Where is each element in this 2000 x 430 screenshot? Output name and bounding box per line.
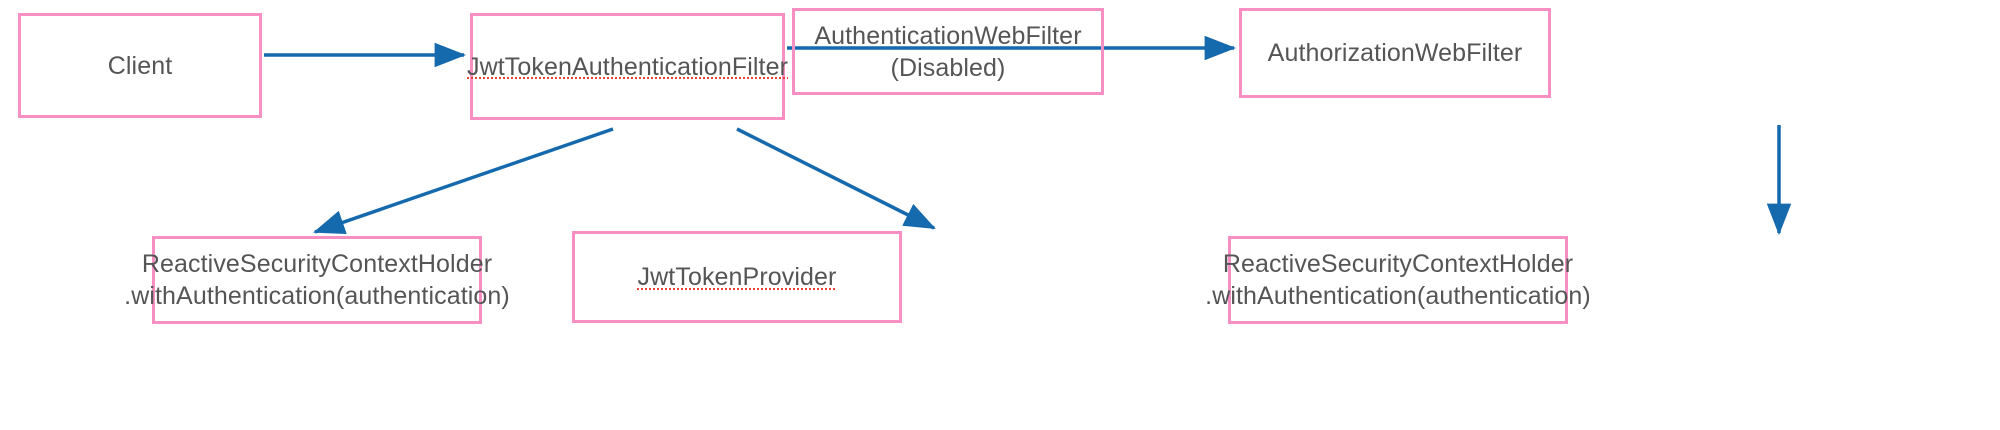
node-jwt-token-provider-label: JwtTokenProvider <box>637 263 837 291</box>
node-authentication-web-filter[interactable]: AuthenticationWebFilter (Disabled) <box>792 8 1104 95</box>
node-authorization-web-filter[interactable]: AuthorizationWebFilter <box>1239 8 1551 98</box>
node-jwt-token-authentication-filter[interactable]: JwtTokenAuthenticationFilter <box>467 13 788 120</box>
node-jwt-token-provider[interactable]: JwtTokenProvider <box>572 231 902 323</box>
node-reactive-security-context-holder-left-label: ReactiveSecurityContextHolder .withAuthe… <box>124 250 510 310</box>
node-client-label: Client <box>107 51 173 80</box>
node-jwt-token-authentication-filter-label: JwtTokenAuthenticationFilter <box>467 52 789 81</box>
node-reactive-security-context-holder-right-label: ReactiveSecurityContextHolder .withAuthe… <box>1205 250 1591 310</box>
node-client[interactable]: Client <box>18 13 262 118</box>
node-reactive-security-context-holder-left[interactable]: ReactiveSecurityContextHolder .withAuthe… <box>124 236 510 324</box>
node-reactive-security-context-holder-right[interactable]: ReactiveSecurityContextHolder .withAuthe… <box>1205 236 1591 324</box>
node-authentication-web-filter-label: AuthenticationWebFilter (Disabled) <box>814 21 1082 82</box>
edge-jwt-filter-to-jwt-token-provider <box>736 127 936 230</box>
edge-jwt-filter-to-reactive-security-context-holder-left <box>313 127 614 234</box>
node-authorization-web-filter-label: AuthorizationWebFilter <box>1267 39 1523 67</box>
